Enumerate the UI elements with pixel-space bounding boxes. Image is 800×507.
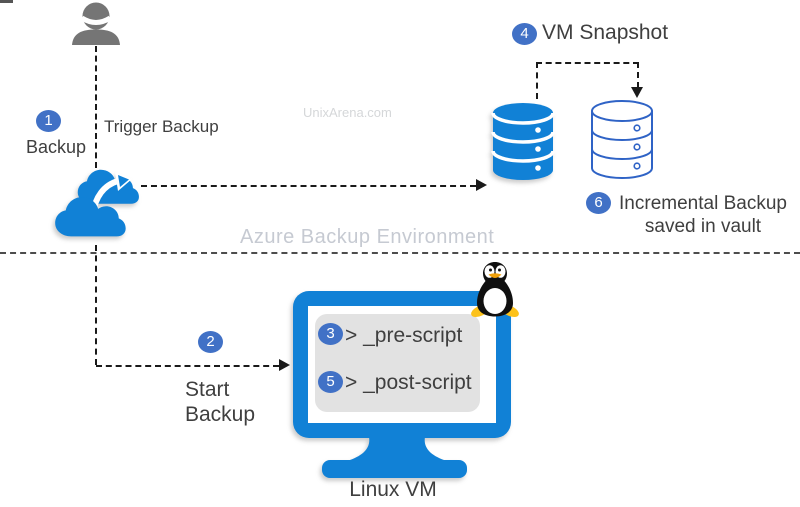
watermark-text: UnixArena.com	[303, 105, 392, 120]
step-2-line1: Start	[185, 378, 230, 401]
step-6-label: Incremental Backup saved in vault	[610, 192, 796, 238]
connector-cloud-to-vm-vertical	[95, 245, 97, 365]
trigger-backup-label: Trigger Backup	[104, 117, 219, 136]
environment-divider-line	[0, 252, 800, 254]
step-3-badge: 3	[318, 323, 343, 345]
step-1-label: Backup	[26, 137, 87, 157]
step-1-badge: 1	[36, 110, 61, 132]
database-filled-icon	[491, 103, 555, 180]
step-5-badge: 5	[318, 371, 343, 393]
connector-snapshot-right	[637, 62, 639, 88]
arrowhead-snapshot-down	[631, 87, 643, 98]
step-4-label: VM Snapshot	[542, 21, 669, 44]
azure-backup-cloud-icon	[55, 169, 139, 237]
step-2-badge: 2	[198, 331, 223, 353]
step-6-line2: saved in vault	[644, 216, 762, 237]
step-2-line2: Backup	[185, 403, 256, 426]
database-snapshot-icon	[591, 100, 653, 179]
user-icon	[72, 2, 120, 45]
connector-snapshot-left	[536, 62, 538, 99]
step-3-label: > _pre-script	[345, 324, 463, 347]
step-2-label: Start Backup	[185, 377, 255, 427]
step-5-label: > _post-script	[345, 371, 472, 394]
step-6-badge: 6	[586, 192, 611, 214]
step-4-badge: 4	[512, 23, 537, 45]
tux-penguin-icon	[471, 262, 519, 318]
connector-user-to-cloud	[95, 46, 97, 168]
arrowhead-to-vm	[279, 359, 290, 371]
arrowhead-cloud-to-database	[476, 179, 487, 191]
connector-cloud-to-database	[141, 185, 476, 187]
environment-label: Azure Backup Environment	[240, 226, 495, 248]
step-6-line1: Incremental Backup	[619, 193, 787, 214]
corner-artifact	[0, 0, 13, 3]
linux-vm-label: Linux VM	[349, 478, 437, 501]
connector-cloud-to-vm-horizontal	[96, 365, 279, 367]
connector-snapshot-top	[536, 62, 639, 64]
